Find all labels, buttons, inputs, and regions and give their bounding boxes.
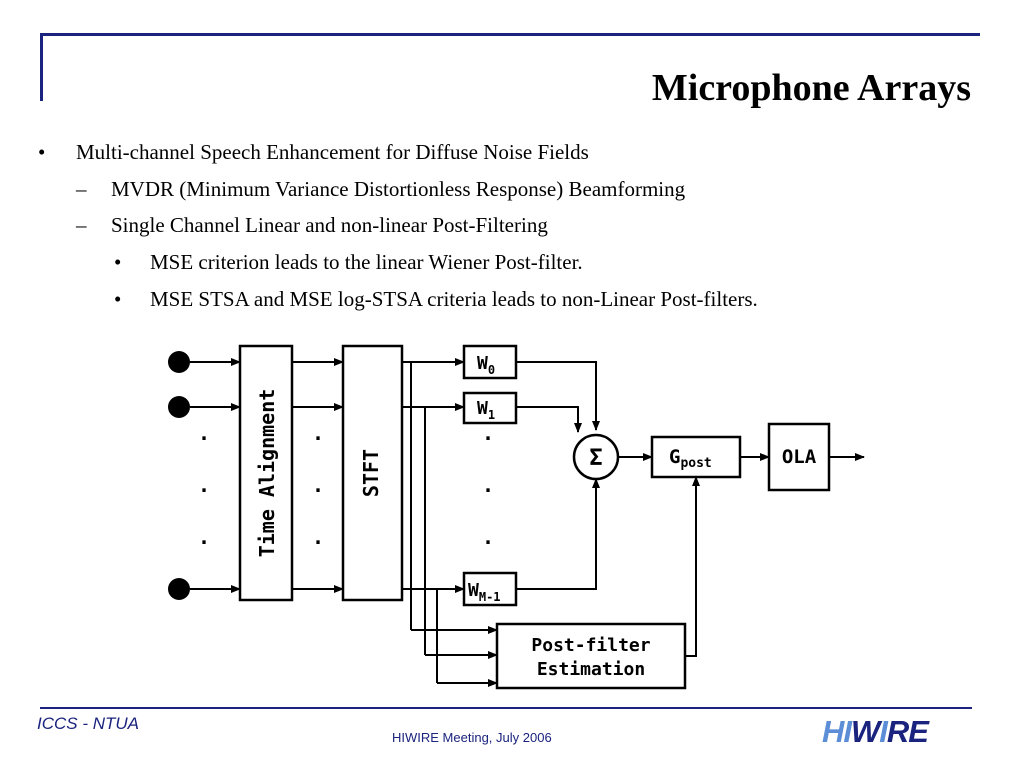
sum-symbol: Σ (589, 446, 602, 471)
w1-block (462, 391, 518, 425)
ellipsis-dot: . (198, 473, 210, 497)
microphone-icon (168, 351, 190, 373)
bullet-item: Single Channel Linear and non-linear Pos… (111, 213, 548, 237)
bullet-item: MVDR (Minimum Variance Distortionless Re… (111, 177, 686, 201)
ola-block (767, 422, 831, 492)
bullet-marker: • (114, 250, 122, 274)
stft-label: STFT (359, 449, 383, 497)
ellipsis-dot: . (312, 473, 324, 497)
bullet-item: MSE criterion leads to the linear Wiener… (150, 250, 583, 274)
bullet-marker: • (114, 287, 122, 311)
bullet-item: Multi-channel Speech Enhancement for Dif… (76, 140, 589, 164)
bullet-marker: – (76, 177, 87, 201)
ellipsis-dot: . (198, 421, 210, 445)
ellipsis-dot: . (312, 421, 324, 445)
ellipsis-dot: . (198, 525, 210, 549)
ellipsis-dot: . (312, 525, 324, 549)
frame-left-line (40, 33, 43, 101)
gpost-label: Gpost (669, 446, 712, 471)
stft-block (341, 344, 404, 602)
postfilter-estimation-block (495, 622, 687, 690)
wm-label: WM-1 (468, 580, 501, 604)
bullet-marker: – (76, 213, 87, 237)
slide-title: Microphone Arrays (651, 67, 971, 109)
ellipsis-dot: . (482, 473, 494, 497)
postfilter-label-line1: Post-filter (531, 635, 650, 656)
ellipsis-dot: . (482, 525, 494, 549)
time-alignment-block (238, 344, 294, 602)
frame-top-line (42, 33, 980, 36)
hiwire-logo: HIWIRE (822, 714, 929, 749)
w1-label: W1 (477, 398, 495, 422)
time-alignment-label: Time Alignment (255, 389, 279, 558)
w0-label: W0 (477, 353, 495, 377)
ola-label: OLA (782, 446, 817, 468)
footer-divider (40, 707, 972, 709)
bullet-item: MSE STSA and MSE log-STSA criteria leads… (150, 287, 758, 311)
microphone-icon (168, 396, 190, 418)
gpost-block (650, 435, 742, 479)
footer-meeting: HIWIRE Meeting, July 2006 (392, 730, 552, 745)
footer-organization: ICCS - NTUA (37, 714, 139, 733)
microphone-icon (168, 578, 190, 600)
ellipsis-dot: . (482, 421, 494, 445)
bullet-marker: • (38, 140, 46, 164)
postfilter-label-line2: Estimation (537, 659, 645, 680)
